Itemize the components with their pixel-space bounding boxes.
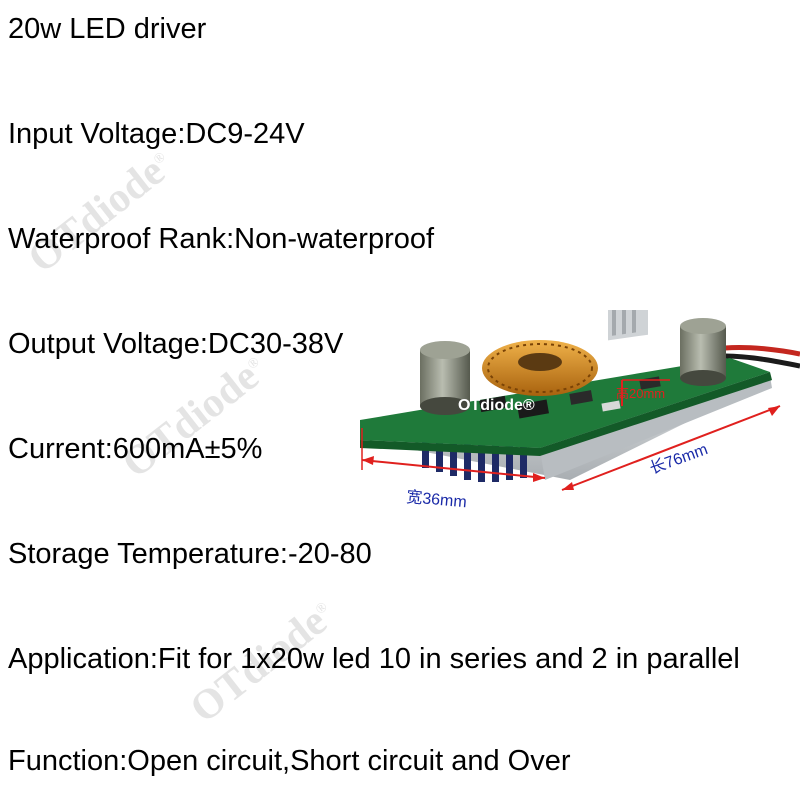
watermark-brand: OTdiode — [19, 148, 174, 283]
capacitor-left — [420, 341, 470, 415]
capacitor-right — [680, 318, 726, 386]
height-label: 高20mm — [616, 386, 665, 401]
wire-red — [724, 344, 800, 357]
spec-waterproof-rank: Waterproof Rank:Non-waterproof — [8, 223, 435, 255]
heatsink-fins — [422, 438, 527, 482]
height-dimension: 高20mm — [616, 379, 670, 406]
product-photo: OTdiode® 高20mm 长76mm 宽36mm — [360, 310, 800, 511]
width-label: 宽36mm — [406, 488, 468, 511]
spec-application: Application:Fit for 1x20w led 10 in seri… — [8, 643, 740, 675]
toroid-coil — [482, 340, 598, 396]
watermark-mark: ® — [313, 599, 331, 618]
spec-storage-temperature: Storage Temperature:-20-80 — [8, 538, 372, 570]
spec-input-voltage: Input Voltage:DC9-24V — [8, 118, 305, 150]
wire-black — [724, 353, 800, 369]
watermark-mark: ® — [151, 149, 169, 168]
width-dimension: 宽36mm — [361, 428, 546, 511]
spec-function: Function:Open circuit,Short circuit and … — [8, 745, 571, 777]
photo-brand-label: OTdiode® — [458, 397, 535, 414]
spec-output-voltage: Output Voltage:DC30-38V — [8, 328, 344, 360]
spec-current: Current:600mA±5% — [8, 433, 263, 465]
product-title: 20w LED driver — [8, 13, 207, 45]
watermark-brand: OTdiode — [113, 353, 268, 488]
board-heatsink — [608, 310, 648, 341]
watermark-2: OTdiode® — [113, 346, 276, 488]
heatsink-front — [540, 376, 772, 480]
pcb-edge — [360, 372, 772, 456]
watermark-1: OTdiode® — [19, 141, 182, 283]
